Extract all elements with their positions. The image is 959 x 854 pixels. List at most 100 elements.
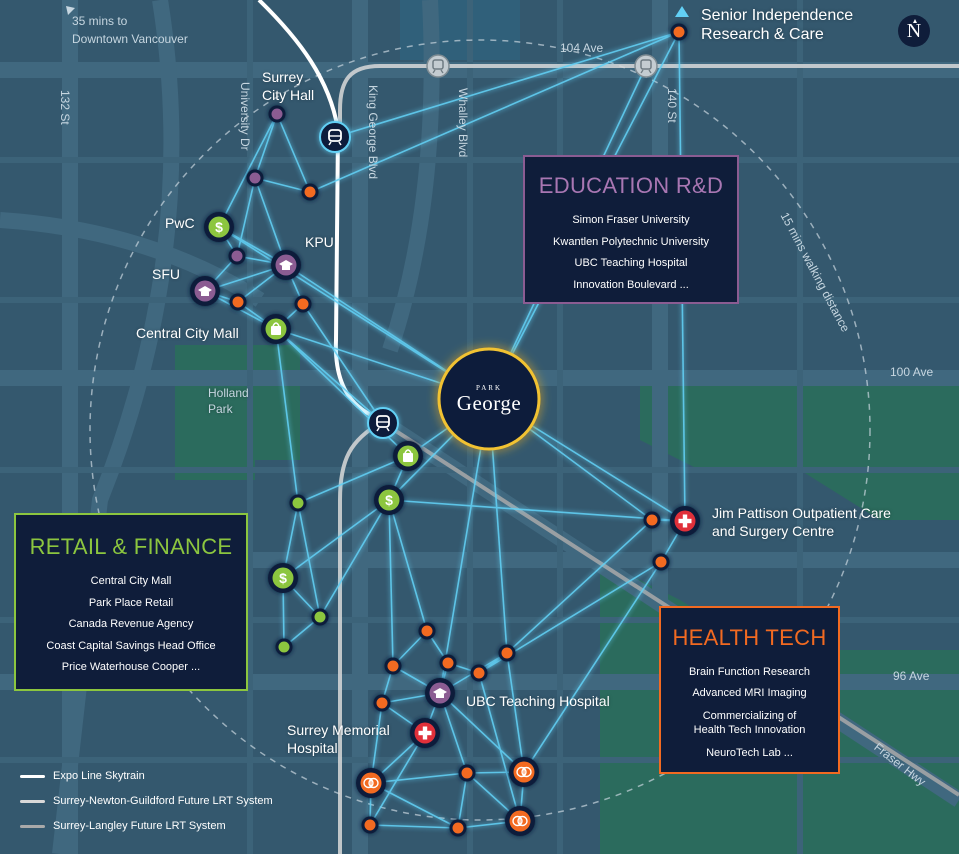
graduation-cap-icon[interactable] <box>425 678 455 708</box>
education-box-list: Simon Fraser University Kwantlen Polytec… <box>525 213 737 292</box>
legend-label: Surrey-Newton-Guildford Future LRT Syste… <box>53 795 273 807</box>
connection-line <box>388 499 686 522</box>
park-george-big-text: George <box>456 391 522 415</box>
triangle-up-icon <box>675 6 689 17</box>
downtown-line2: Downtown Vancouver <box>72 32 188 46</box>
park-george-logo[interactable]: PARK George <box>438 348 540 450</box>
map-dot[interactable] <box>373 694 391 712</box>
surrey-memorial-line1: Surrey Memorial <box>287 722 390 738</box>
surrey-memorial-line2: Hospital <box>287 740 338 756</box>
retail-box-title: RETAIL & FINANCE <box>29 534 233 559</box>
list-item: Central City Mall <box>90 575 172 587</box>
map-dot[interactable] <box>228 247 246 265</box>
map-dot[interactable] <box>246 169 264 187</box>
connection-line <box>297 455 409 504</box>
list-item: Canada Revenue Agency <box>68 618 194 630</box>
legend-swatch-sl <box>20 825 45 828</box>
map-dot[interactable] <box>449 819 467 837</box>
skytrain-station-icon[interactable] <box>319 121 351 153</box>
map-dot[interactable] <box>498 644 516 662</box>
connection-line <box>523 561 662 773</box>
surrey-city-hall-line2: City Hall <box>262 87 315 103</box>
map-dot[interactable] <box>311 608 329 626</box>
connection-line <box>254 177 311 193</box>
shopping-bag-icon[interactable] <box>261 314 291 344</box>
map-dot[interactable] <box>275 638 293 656</box>
list-item: Commercializing of <box>702 710 797 722</box>
connection-line <box>388 499 394 667</box>
list-item: NeuroTech Lab ... <box>706 747 793 759</box>
list-item: Brain Function Research <box>688 666 811 678</box>
graduation-cap-icon[interactable] <box>190 276 220 306</box>
list-item: Kwantlen Polytechnic University <box>553 235 709 248</box>
legend-label: Surrey-Langley Future LRT System <box>53 820 226 832</box>
legend-swatch-sng <box>20 800 45 803</box>
connection-line <box>276 113 311 193</box>
map-dot[interactable] <box>458 764 476 782</box>
list-item: UBC Teaching Hospital <box>574 257 688 269</box>
jim-pattison-line1: Jim Pattison Outpatient Care <box>712 505 891 521</box>
dollar-icon[interactable]: $ <box>204 212 234 242</box>
skytrain-station-icon[interactable] <box>367 407 399 439</box>
brain-icon[interactable] <box>509 757 539 787</box>
legend-label: Expo Line Skytrain <box>53 770 145 782</box>
street-104-ave: 104 Ave <box>560 41 604 55</box>
map-dot[interactable] <box>418 622 436 640</box>
downtown-line1: 35 mins to <box>72 14 128 28</box>
medical-cross-icon[interactable] <box>670 506 700 536</box>
education-box-title: EDUCATION R&D <box>538 173 724 198</box>
connection-line <box>302 303 384 424</box>
arrow-up-left-icon <box>66 6 75 15</box>
jim-pattison-line2: and Surgery Centre <box>712 523 835 539</box>
label-kpu: KPU <box>305 234 334 250</box>
street-96-ave: 96 Ave <box>893 669 930 683</box>
list-item: Coast Capital Savings Head Office <box>46 639 216 652</box>
map-dot[interactable] <box>670 23 688 41</box>
medical-cross-icon[interactable] <box>410 718 440 748</box>
dollar-icon[interactable]: $ <box>268 563 298 593</box>
senior-line2: Research & Care <box>701 26 824 43</box>
map-dot[interactable] <box>643 511 661 529</box>
map-dot[interactable] <box>384 657 402 675</box>
list-item: Advanced MRI Imaging <box>692 687 807 699</box>
map-dot[interactable] <box>229 293 247 311</box>
map-dot[interactable] <box>652 553 670 571</box>
connection-line <box>388 499 428 632</box>
map-dot[interactable] <box>470 664 488 682</box>
connection-line <box>275 328 384 424</box>
retail-finance-box: RETAIL & FINANCE Central City Mall Park … <box>14 513 248 691</box>
map-dot[interactable] <box>301 183 319 201</box>
street-100-ave: 100 Ave <box>890 365 934 379</box>
map-dot[interactable] <box>439 654 457 672</box>
lrt-station-icon[interactable] <box>634 54 658 78</box>
svg-text:$: $ <box>279 570 287 586</box>
map-dot[interactable] <box>289 494 307 512</box>
holland-park-line2: Park <box>208 402 233 416</box>
connection-line <box>369 732 426 826</box>
map-dot[interactable] <box>268 105 286 123</box>
graduation-cap-icon[interactable] <box>271 250 301 280</box>
connection-line <box>282 499 390 579</box>
lrt-station-icon[interactable] <box>426 54 450 78</box>
map-dot[interactable] <box>361 816 379 834</box>
retail-box-list: Central City Mall Park Place Retail Cana… <box>16 574 246 674</box>
connection-line <box>254 113 278 179</box>
street-king-george-blvd: King George Blvd <box>366 85 380 180</box>
street-132-st: 132 St <box>58 90 72 125</box>
dollar-icon[interactable]: $ <box>374 485 404 515</box>
list-item: Innovation Boulevard ... <box>573 278 689 291</box>
legend-swatch-expo <box>20 775 45 778</box>
senior-line1: Senior Independence <box>701 7 854 24</box>
newton-guildford-lrt <box>338 64 959 140</box>
connection-line <box>334 31 680 138</box>
connection-line <box>275 328 299 504</box>
north-compass-icon: N <box>898 15 930 47</box>
brain-icon[interactable] <box>505 806 535 836</box>
connection-line <box>439 692 525 773</box>
brain-icon[interactable] <box>356 768 386 798</box>
map-dot[interactable] <box>294 295 312 313</box>
label-surrey-city-hall: Surrey City Hall <box>262 68 314 104</box>
health-tech-box: HEALTH TECH Brain Function Research Adva… <box>659 606 840 774</box>
shopping-bag-icon[interactable] <box>393 441 423 471</box>
list-item: Price Waterhouse Cooper ... <box>61 661 201 673</box>
